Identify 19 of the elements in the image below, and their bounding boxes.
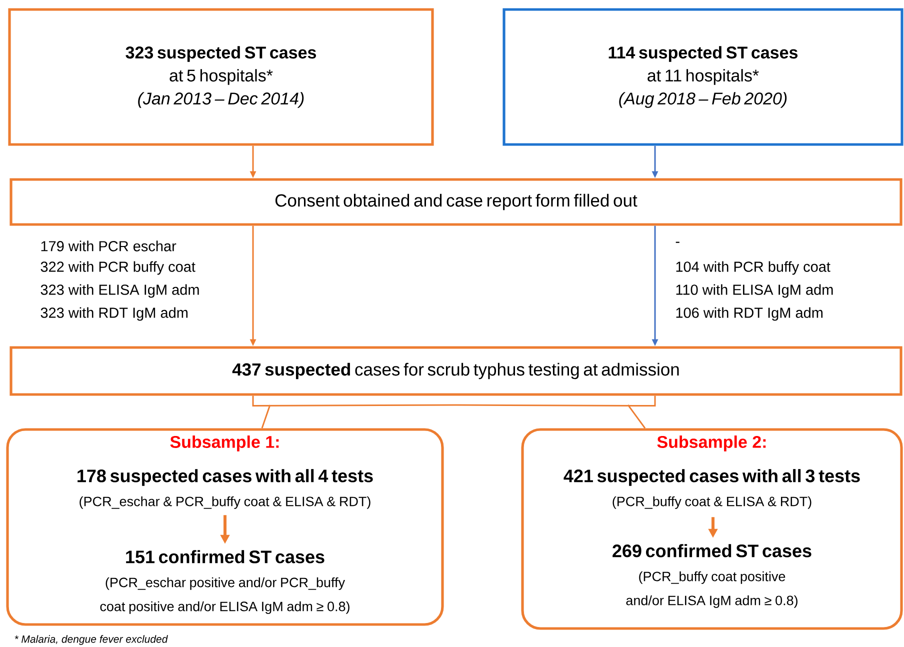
test-count-text: 106 with RDT IgM adm [676,307,822,321]
case-count-text: 178 suspected cases with all 4 tests (PCR_eschar & PCR_buffy coat & ELISA & RDT) [78,469,373,509]
test-count-text: 323 with ELISA IgM adm [40,284,199,298]
test-count-text: 322 with PCR buffy coat [40,261,196,275]
test-count-text: - [676,242,680,243]
process-box: 437 suspected cases for scrub typhus testing at admission [10,346,902,396]
case-count-text: 421 suspected cases with all 3 tests (PCR_buffy coat & ELISA & RDT) [564,469,860,509]
bracket-line [455,395,656,429]
test-count-text: 104 with PCR buffy coat [676,261,830,275]
cohort-box: 114 suspected ST cases at 11 hospitals* (Aug 2018 – Feb 2020) [502,8,904,146]
test-count-text: 110 with ELISA IgM adm [676,284,833,298]
case-count-text: 269 confirmed ST cases (PCR_buffy coat positive and/or ELISA IgM adm ≥ 0.8) [612,544,812,608]
footnote: * Malaria, dengue fever excluded [14,635,168,645]
cohort-box: 323 suspected ST cases at 5 hospitals* (Jan 2013 – Dec 2014) [8,8,434,146]
test-count-text: 323 with RDT IgM adm [40,307,188,321]
case-count-text: 151 confirmed ST cases (PCR_eschar positive and/or PCR_buffy coat positive and/or ELISA IgM adm ≥ 0.8) [100,550,350,614]
process-box: Consent obtained and case report form filled out [10,178,902,226]
test-count-text: 179 with PCR eschar [41,240,176,252]
bracket-line [252,395,457,429]
